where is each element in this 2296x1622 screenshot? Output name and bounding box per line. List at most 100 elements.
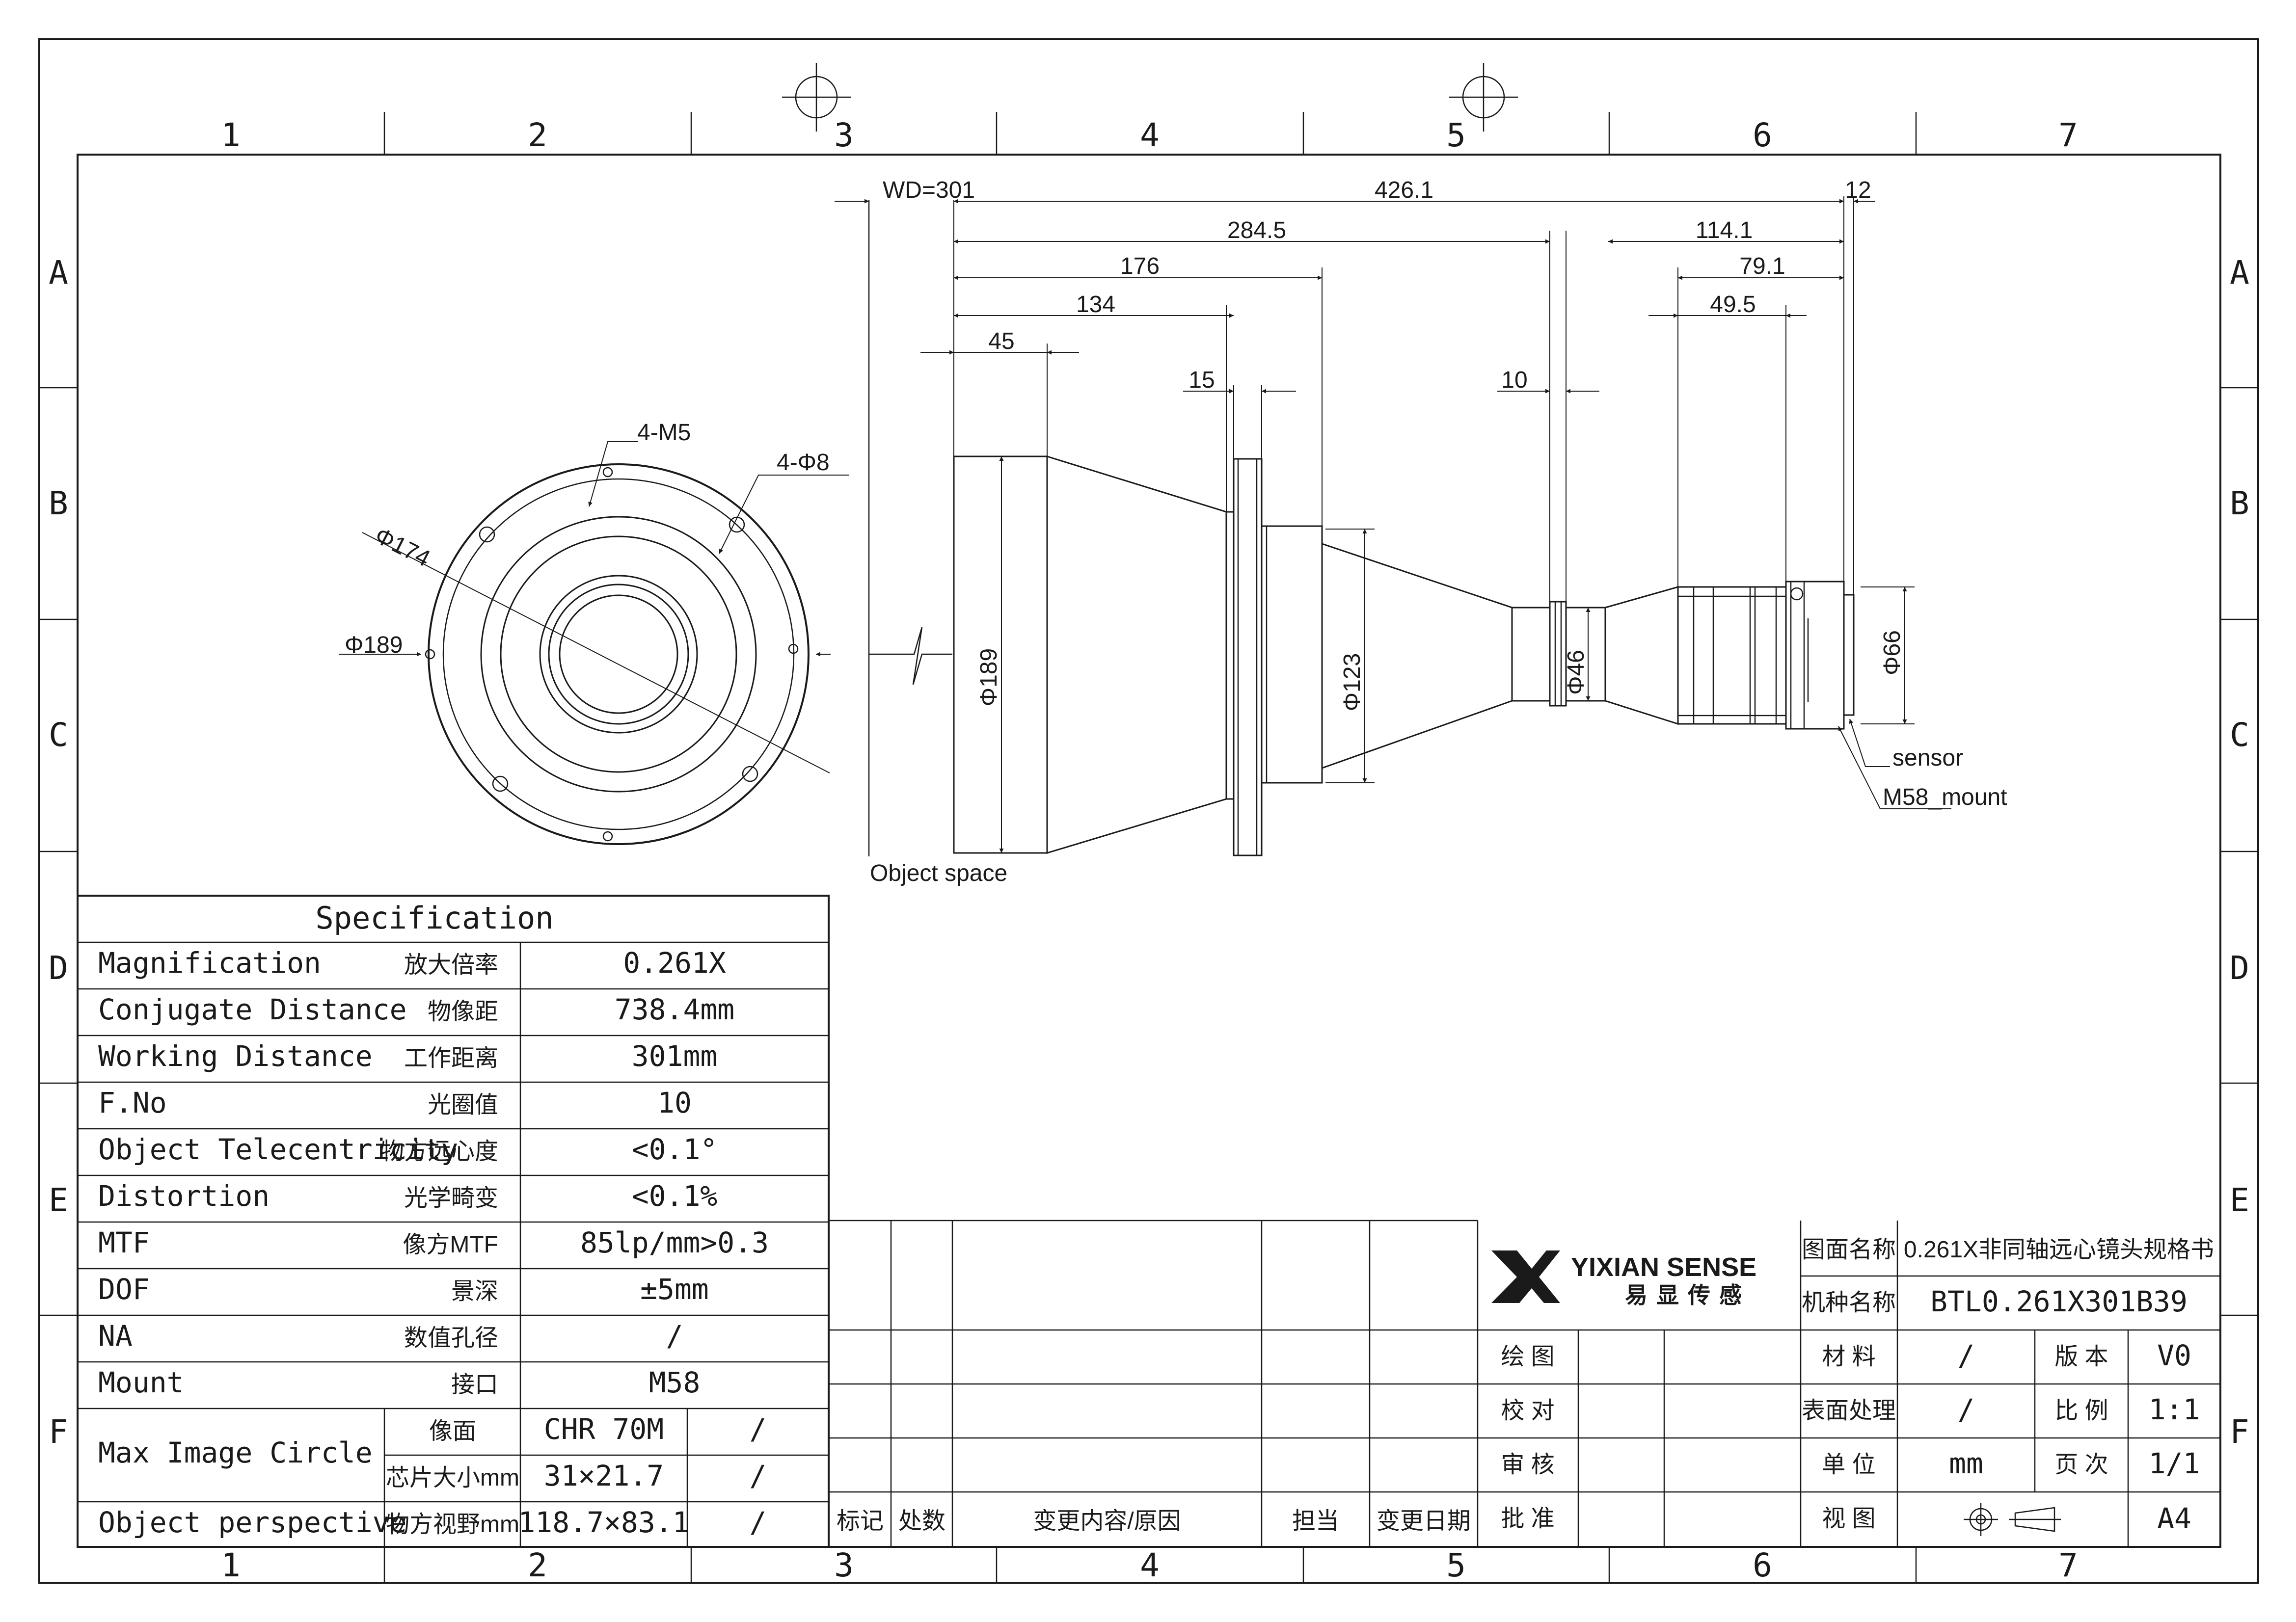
label-d189: Φ189 <box>345 632 403 658</box>
spec-row-3-value: 301mm <box>632 1039 718 1073</box>
title-version: V0 <box>2157 1339 2191 1372</box>
spec-row-1-value: 0.261X <box>623 946 726 980</box>
title-check-label: 校 对 <box>1501 1398 1554 1424</box>
spec-op-cn: 物方视野mm <box>386 1512 519 1538</box>
col-label-bottom-3: 3 <box>834 1546 854 1584</box>
spec-row-6-value: <0.1% <box>632 1179 718 1213</box>
leader-m5 <box>588 441 638 507</box>
spec-row-10-en: Mount <box>98 1366 184 1399</box>
rear-cone-small <box>1604 586 1679 725</box>
spec-row-9-en: NA <box>98 1319 133 1353</box>
label-total: 426.1 <box>1375 177 1433 203</box>
registration-mark-right <box>1449 63 1518 132</box>
row-label-right-F: F <box>2230 1413 2249 1451</box>
spec-row-10-cn: 接口 <box>451 1372 498 1398</box>
spec-mic-r2-cn: 芯片大小mm <box>386 1465 519 1491</box>
spec-title: Specification <box>315 900 553 936</box>
rev-header-date: 变更日期 <box>1377 1508 1471 1534</box>
title-approve-label: 批 准 <box>1501 1506 1554 1532</box>
row-label-right-A: A <box>2230 254 2249 292</box>
rear-barrel <box>1677 586 1787 725</box>
rev-header-mark: 标记 <box>837 1508 884 1534</box>
title-view-label: 视 图 <box>1822 1506 1875 1532</box>
spec-mic-r2-value: 31×21.7 <box>544 1459 664 1492</box>
label-d174: Φ174 <box>371 523 434 572</box>
spec-op-extra: / <box>750 1506 767 1539</box>
col-label-bottom-4: 4 <box>1140 1546 1160 1584</box>
row-label-right-D: D <box>2230 949 2249 987</box>
title-model-label: 机种名称 <box>1802 1290 1896 1316</box>
projection-symbol-icon <box>1964 1503 2061 1536</box>
spec-mic-r1-extra: / <box>750 1412 767 1446</box>
side-view: Φ189 Φ123 Φ46 Φ66 <box>835 177 2007 886</box>
label-d8: 4-Φ8 <box>777 450 830 476</box>
col-label-top-4: 4 <box>1140 116 1160 154</box>
title-block: YIXIAN SENSE 易显传感 图面名称 0.261X非同轴远心镜头规格书 … <box>1478 1221 2220 1547</box>
label-mount: M58_mount <box>1883 784 2007 810</box>
logo-cn: 易显传感 <box>1625 1282 1751 1308</box>
cone-step <box>1225 511 1235 800</box>
inner-step-circle <box>500 535 737 773</box>
title-material-label: 材 料 <box>1822 1344 1875 1370</box>
label-d46-side: Φ46 <box>1563 650 1589 695</box>
row-label-left-D: D <box>49 949 68 987</box>
dim-line-d174 <box>362 532 830 773</box>
label-15: 15 <box>1189 367 1215 393</box>
label-176: 176 <box>1120 253 1160 279</box>
col-label-top-1: 1 <box>221 116 241 154</box>
title-page-label: 页 次 <box>2054 1452 2108 1478</box>
lens-rim-inner <box>548 584 689 725</box>
col-label-bottom-5: 5 <box>1446 1546 1466 1584</box>
spec-table: Specification Magnification Conjugate Di… <box>77 895 830 1548</box>
label-d123-side: Φ123 <box>1339 653 1365 711</box>
bolt-circle <box>442 478 795 830</box>
spec-max-image-circle-label: Max Image Circle <box>98 1436 373 1469</box>
label-495: 49.5 <box>1710 292 1756 318</box>
sensor-plate <box>1843 594 1855 716</box>
spec-row-6-cn: 光学畸变 <box>404 1185 498 1211</box>
row-label-left-A: A <box>49 254 68 292</box>
spec-row-3-cn: 工作距离 <box>404 1045 498 1071</box>
title-size: A4 <box>2157 1502 2191 1535</box>
col-label-top-2: 2 <box>528 116 547 154</box>
rev-header-count: 处数 <box>898 1508 945 1534</box>
spec-row-6-en: Distortion <box>98 1179 270 1213</box>
label-791: 79.1 <box>1739 253 1785 279</box>
label-d189-side: Φ189 <box>976 648 1002 706</box>
lens-glass <box>559 594 678 714</box>
spec-row-8-value: ±5mm <box>640 1273 709 1306</box>
body-circle <box>480 516 757 793</box>
title-version-label: 版 本 <box>2054 1344 2108 1370</box>
title-drawing-name: 0.261X非同轴远心镜头规格书 <box>1904 1237 2214 1263</box>
col-label-top-7: 7 <box>2058 116 2078 154</box>
label-sensor: sensor <box>1892 745 1963 771</box>
spec-row-5-en: Object Telecentricity <box>98 1133 458 1166</box>
title-model: BTL0.261X301B39 <box>1930 1285 2188 1318</box>
title-drawing-name-label: 图面名称 <box>1802 1237 1896 1263</box>
spec-row-10-value: M58 <box>649 1366 701 1399</box>
spec-row-7-value: 85lp/mm>0.3 <box>580 1226 769 1259</box>
col-label-bottom-7: 7 <box>2058 1546 2078 1584</box>
rev-header-owner: 担当 <box>1292 1508 1339 1534</box>
spec-row-9-value: / <box>666 1319 683 1353</box>
row-label-left-C: C <box>49 716 68 754</box>
front-view: Φ174 Φ189 4-M5 4-Φ8 <box>339 420 849 845</box>
label-45: 45 <box>988 328 1014 354</box>
row-label-left-F: F <box>49 1413 68 1451</box>
label-10: 10 <box>1501 367 1527 393</box>
title-surface: / <box>1958 1393 1975 1426</box>
title-review-label: 审 核 <box>1501 1452 1554 1478</box>
spec-row-2-cn: 物像距 <box>428 999 498 1025</box>
col-label-top-5: 5 <box>1446 116 1466 154</box>
col-label-top-3: 3 <box>834 116 854 154</box>
spec-row-1-en: Magnification <box>98 946 321 980</box>
spec-row-1-cn: 放大倍率 <box>404 952 498 978</box>
spec-row-7-en: MTF <box>98 1226 150 1259</box>
col-label-bottom-1: 1 <box>221 1546 241 1584</box>
spec-row-5-value: <0.1° <box>632 1133 718 1166</box>
title-scale: 1:1 <box>2149 1393 2200 1426</box>
spec-row-4-en: F.No <box>98 1086 167 1119</box>
mount-adapter <box>1785 581 1845 730</box>
